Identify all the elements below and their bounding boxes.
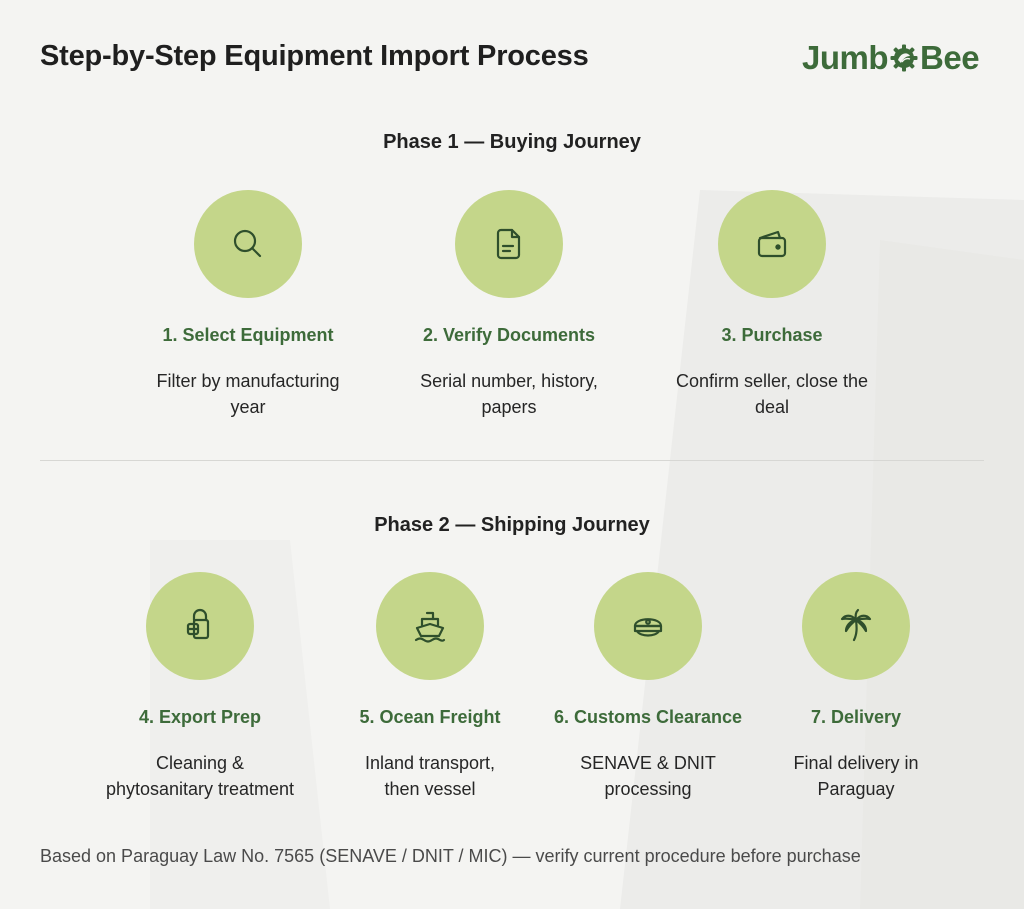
step-circle	[194, 190, 302, 298]
search-icon	[233, 229, 262, 258]
cleaning-bucket-icon	[186, 608, 210, 640]
step-description: Final delivery in Paraguay	[793, 753, 919, 799]
step-customs-clearance: 6. Customs Clearance SENAVE & DNIT proce…	[533, 572, 763, 802]
step-circle	[718, 190, 826, 298]
ship-icon	[414, 611, 446, 643]
step-label: 4. Export Prep	[138, 707, 262, 727]
step-circle	[376, 572, 484, 680]
step-circle	[802, 572, 910, 680]
step-label: 1. Select Equipment	[162, 325, 334, 345]
logo-text-right: Bee	[920, 39, 980, 76]
step-description: Inland transport, then vessel	[364, 753, 496, 799]
step-verify-documents: 2. Verify Documents Serial number, histo…	[394, 190, 624, 420]
step-delivery: 7. Delivery Final delivery in Paraguay	[741, 572, 971, 802]
legal-footnote: Based on Paraguay Law No. 7565 (SENAVE /…	[40, 846, 861, 866]
step-label: 3. Purchase	[721, 325, 823, 345]
step-circle	[594, 572, 702, 680]
step-purchase: 3. Purchase Confirm seller, close the de…	[657, 190, 887, 420]
step-circle	[146, 572, 254, 680]
wallet-icon	[757, 230, 787, 258]
step-description: Confirm seller, close the deal	[675, 371, 869, 417]
step-description: Serial number, history, papers	[420, 371, 598, 417]
logo-gear-icon	[890, 44, 918, 72]
page-title: Step-by-Step Equipment Import Process	[40, 40, 589, 72]
step-circle	[455, 190, 563, 298]
step-description: Filter by manufacturing year	[156, 371, 340, 417]
step-label: 6. Customs Clearance	[553, 707, 743, 727]
phase-divider	[40, 460, 984, 461]
step-label: 5. Ocean Freight	[359, 707, 501, 727]
customs-officer-cap-icon	[633, 618, 663, 637]
document-icon	[496, 228, 521, 260]
step-label: 2. Verify Documents	[422, 325, 596, 345]
step-select-equipment: 1. Select Equipment Filter by manufactur…	[133, 190, 363, 420]
palm-tree-icon	[840, 608, 872, 642]
step-description: SENAVE & DNIT processing	[580, 753, 716, 799]
step-export-prep: 4. Export Prep Cleaning & phytosanitary …	[85, 572, 315, 802]
phase-2-title: Phase 2 — Shipping Journey	[374, 514, 650, 536]
step-label: 7. Delivery	[810, 707, 902, 727]
step-ocean-freight: 5. Ocean Freight Inland transport, then …	[315, 572, 545, 802]
jumbobee-logo: Jumb Bee	[802, 38, 980, 78]
logo-text-left: Jumb	[802, 39, 889, 76]
step-description: Cleaning & phytosanitary treatment	[105, 753, 295, 799]
phase-1-title: Phase 1 — Buying Journey	[383, 131, 641, 153]
